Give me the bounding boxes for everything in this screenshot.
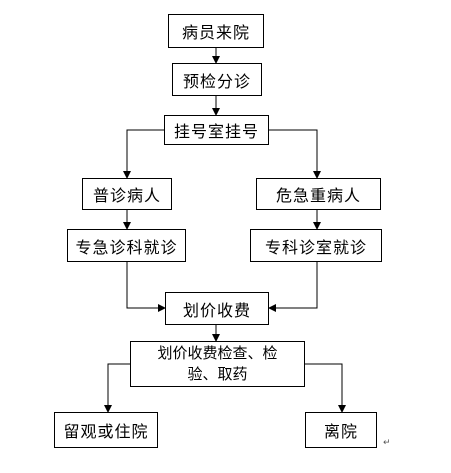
edge-registration-to-critical (269, 129, 321, 179)
node-patient-arrival-label: 病员来院 (181, 23, 250, 42)
node-billing-payment-label: 划价收费 (182, 300, 251, 320)
edge-emergency-visit-to-billing (126, 262, 166, 312)
node-observation-or-admission: 留观或住院 (54, 412, 158, 448)
edge-exam-to-observation (104, 363, 130, 413)
node-patient-arrival: 病员来院 (168, 14, 264, 48)
node-registration: 挂号室挂号 (164, 115, 269, 145)
edge-registration-to-general (123, 129, 164, 179)
node-emergency-specialty-visit: 专急诊科就诊 (67, 229, 186, 262)
node-general-patient-label: 普诊病人 (92, 186, 161, 205)
node-billing-exam-label-line2: 验、取药 (187, 365, 248, 383)
node-critical-patient-label: 危急重病人 (275, 186, 361, 205)
node-discharge: 离院 (305, 412, 377, 448)
node-specialty-clinic-visit: 专科诊室就诊 (250, 229, 382, 262)
node-discharge-label: 离院 (323, 422, 358, 441)
node-pre-check-triage-label: 预检分诊 (182, 71, 251, 91)
node-observation-or-admission-label: 留观或住院 (63, 422, 149, 441)
node-billing-exam: 划价收费检查、检 验、取药 (130, 341, 305, 387)
node-billing-exam-label-line1: 划价收费检查、检 (157, 344, 278, 362)
node-billing-payment: 划价收费 (165, 292, 269, 325)
node-general-patient: 普诊病人 (82, 178, 172, 210)
node-registration-label: 挂号室挂号 (173, 122, 259, 141)
node-critical-patient: 危急重病人 (256, 178, 381, 210)
node-emergency-specialty-visit-label: 专急诊科就诊 (75, 237, 178, 257)
edge-specialty-visit-to-billing (268, 262, 318, 312)
node-pre-check-triage: 预检分诊 (172, 63, 262, 96)
node-specialty-clinic-visit-label: 专科诊室就诊 (264, 237, 367, 257)
paragraph-return-mark: ↵ (383, 438, 391, 448)
edge-exam-to-discharge (305, 363, 346, 413)
